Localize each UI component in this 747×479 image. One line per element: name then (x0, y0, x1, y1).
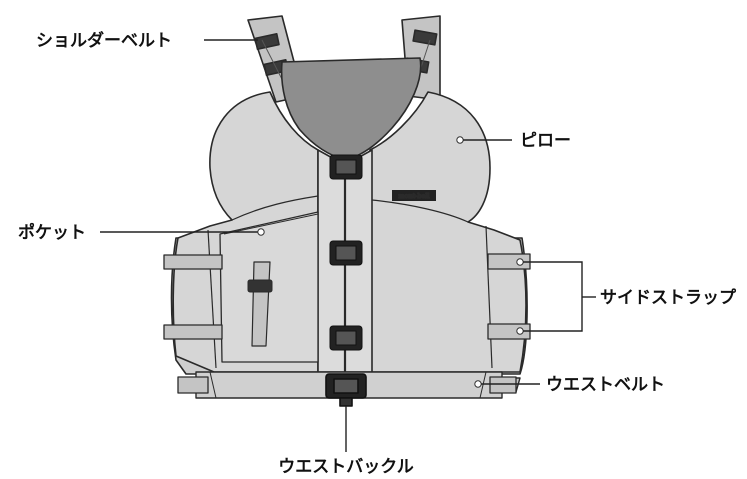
front-buckles (329, 154, 363, 351)
label-waist-belt: ウエストベルト (546, 375, 665, 395)
life-vest: mont-bell (163, 15, 531, 407)
label-pillow: ピロー (520, 131, 571, 151)
label-waist-buckle: ウエストバックル (278, 457, 414, 477)
pocket (219, 211, 319, 363)
callout-waist-belt: ウエストベルト (474, 375, 665, 395)
callout-pocket: ポケット (18, 222, 265, 243)
brand-logo: mont-bell (392, 190, 436, 201)
label-pocket: ポケット (18, 222, 86, 243)
callout-pillow: ピロー (456, 131, 571, 151)
callouts: ショルダーベルト ピロー ポケット サイドストラップ ウエストベルト (18, 30, 737, 477)
label-side-strap: サイドストラップ (600, 287, 737, 308)
brand-logo-text: mont-bell (398, 192, 429, 200)
label-shoulder-belt: ショルダーベルト (36, 30, 172, 51)
callout-side-strap: サイドストラップ (516, 258, 737, 335)
vest-right-panel (369, 91, 527, 373)
callout-waist-buckle: ウエストバックル (278, 406, 414, 477)
waist-buckle (325, 373, 367, 407)
callout-shoulder-belt: ショルダーベルト (36, 30, 258, 51)
